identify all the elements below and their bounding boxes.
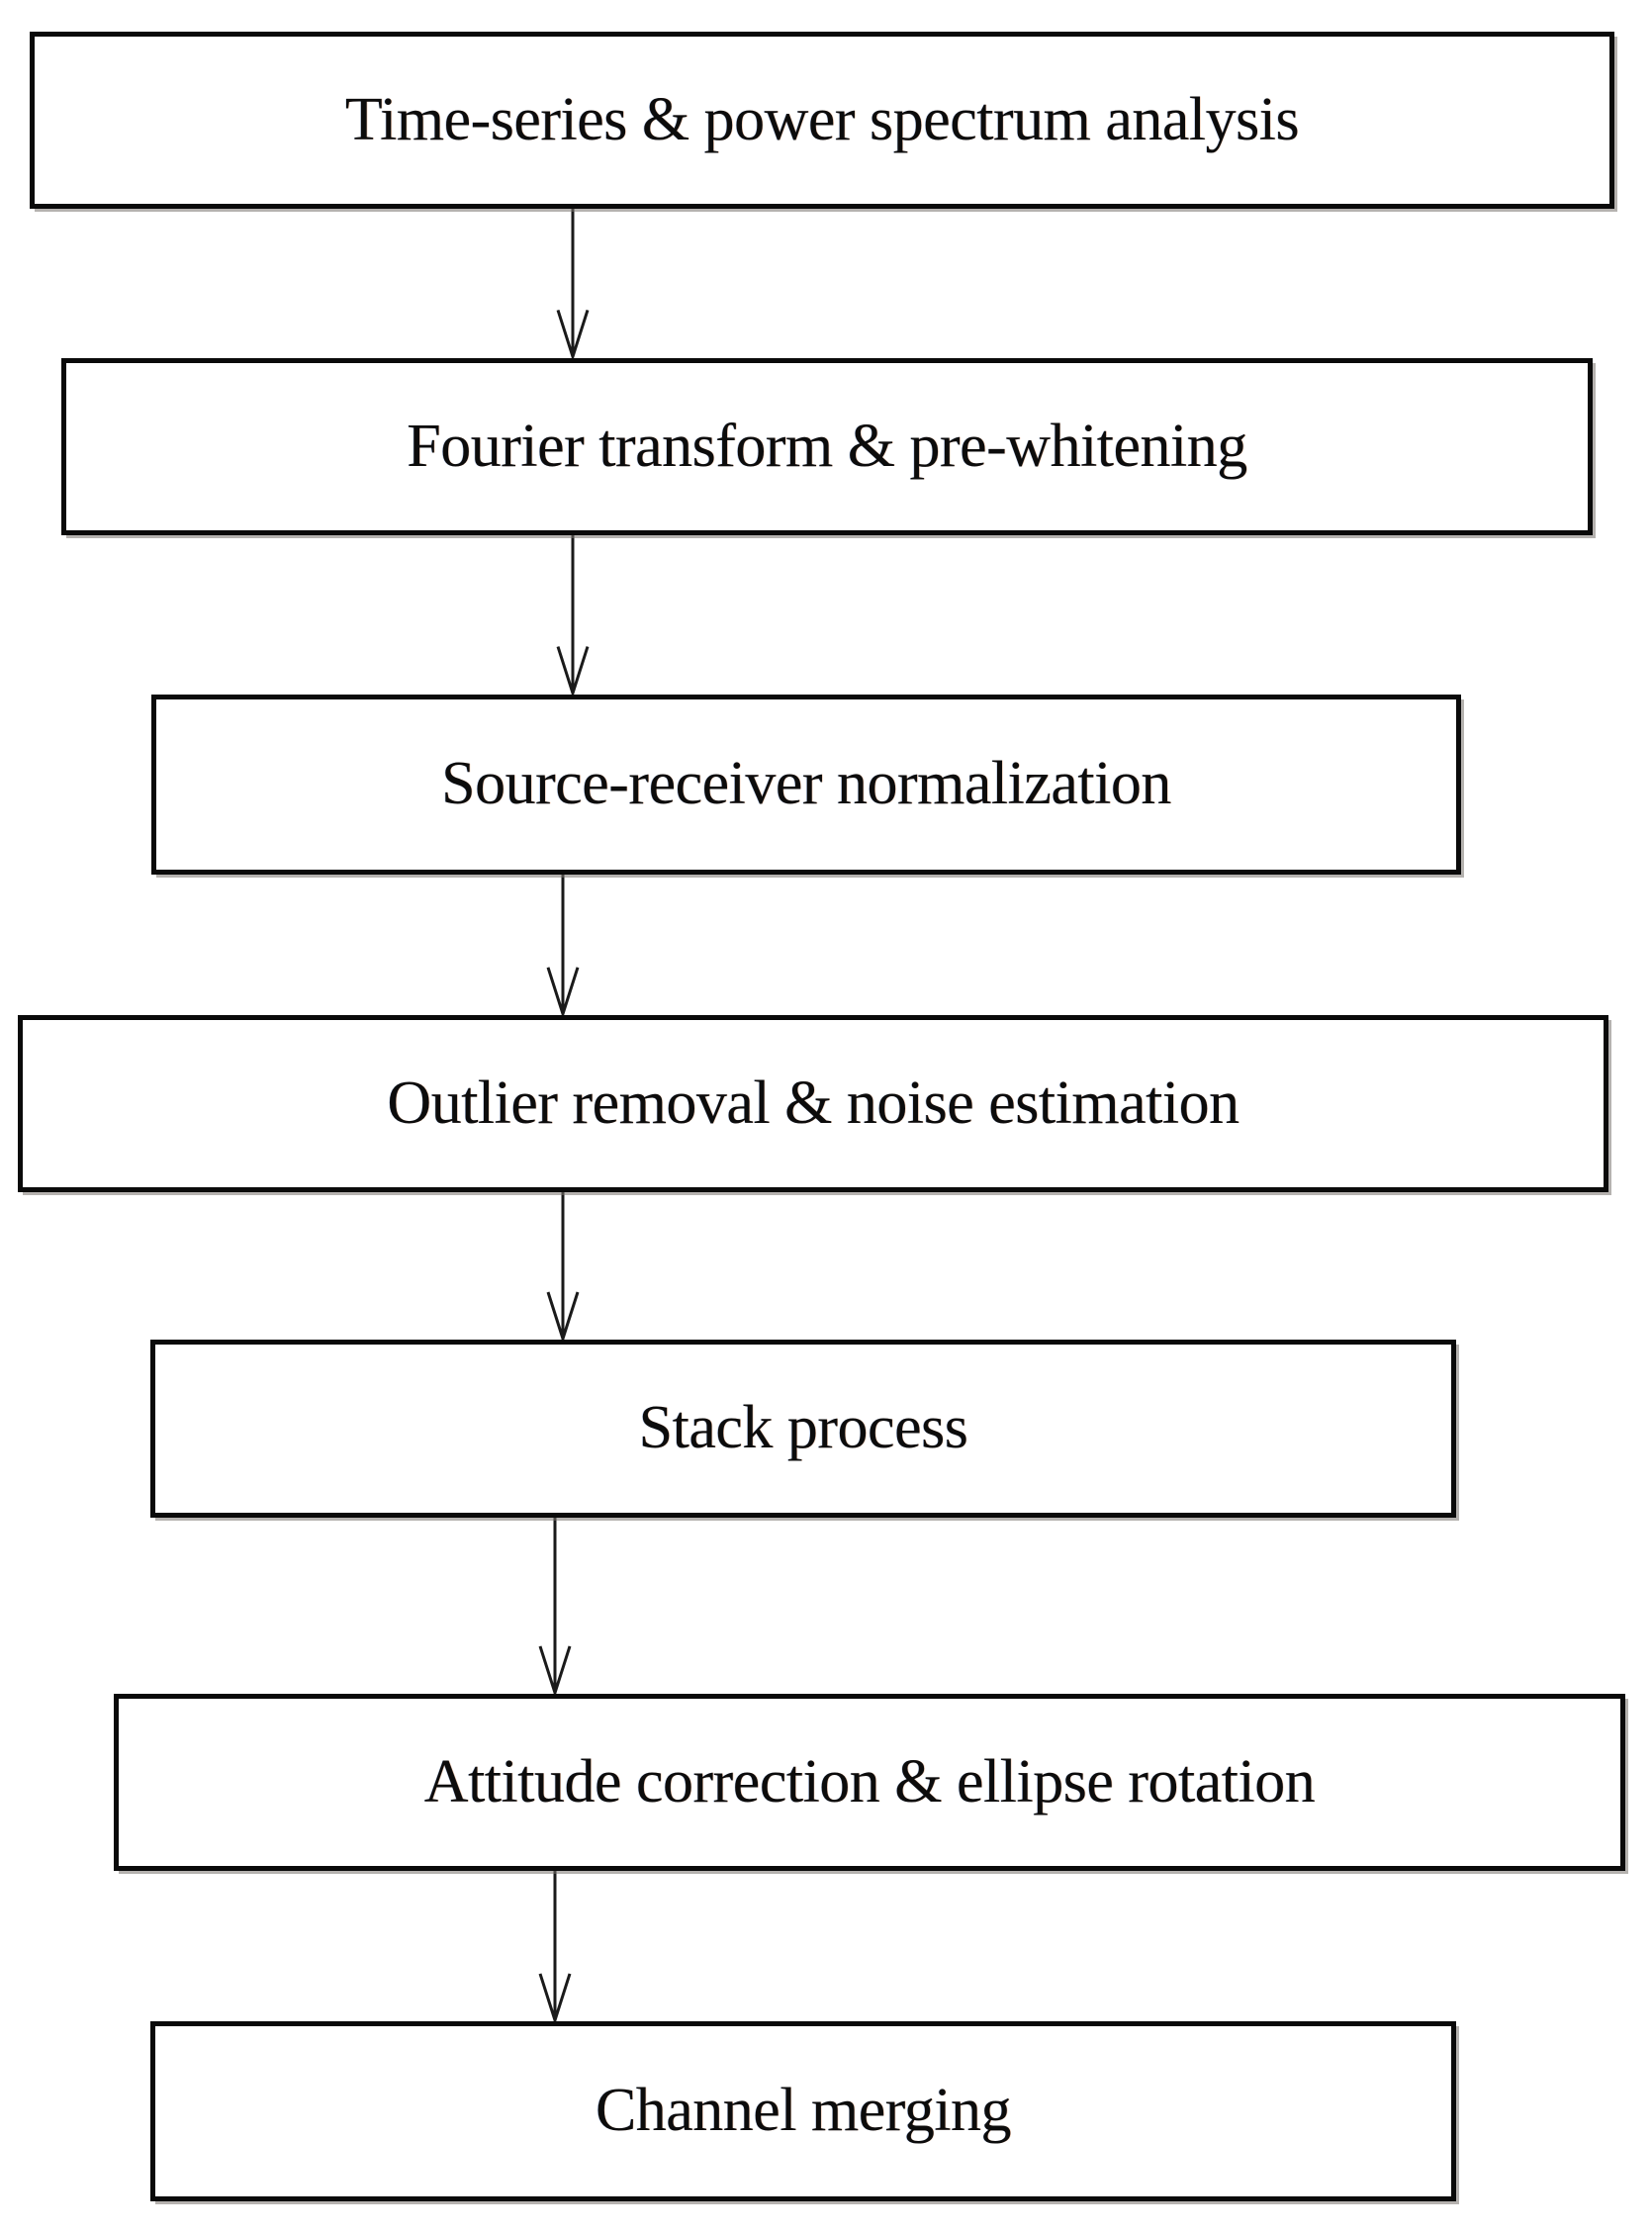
flow-arrow-3 bbox=[518, 874, 607, 1019]
flow-arrow-4 bbox=[518, 1192, 607, 1345]
flow-arrow-6 bbox=[510, 1870, 599, 2025]
flow-node-n3: Source-receiver normalization bbox=[151, 694, 1461, 875]
flow-node-label: Source-receiver normalization bbox=[441, 750, 1171, 818]
flow-node-label: Outlier removal & noise estimation bbox=[387, 1069, 1239, 1137]
flow-node-n2: Fourier transform & pre-whitening bbox=[61, 357, 1593, 536]
flow-node-n4: Outlier removal & noise estimation bbox=[18, 1014, 1608, 1193]
flow-node-label: Attitude correction & ellipse rotation bbox=[423, 1747, 1316, 1815]
flow-node-n7: Channel merging bbox=[150, 2020, 1456, 2202]
flow-node-label: Stack process bbox=[638, 1394, 968, 1462]
flow-node-label: Fourier transform & pre-whitening bbox=[407, 412, 1247, 480]
flow-node-n6: Attitude correction & ellipse rotation bbox=[114, 1693, 1625, 1871]
flow-node-label: Time-series & power spectrum analysis bbox=[344, 85, 1300, 153]
flow-node-label: Channel merging bbox=[595, 2077, 1012, 2145]
flow-arrow-2 bbox=[528, 535, 617, 698]
flow-node-n1: Time-series & power spectrum analysis bbox=[30, 31, 1614, 210]
flow-arrow-1 bbox=[528, 209, 617, 362]
flow-node-n5: Stack process bbox=[150, 1340, 1456, 1518]
flow-arrow-5 bbox=[510, 1517, 599, 1698]
